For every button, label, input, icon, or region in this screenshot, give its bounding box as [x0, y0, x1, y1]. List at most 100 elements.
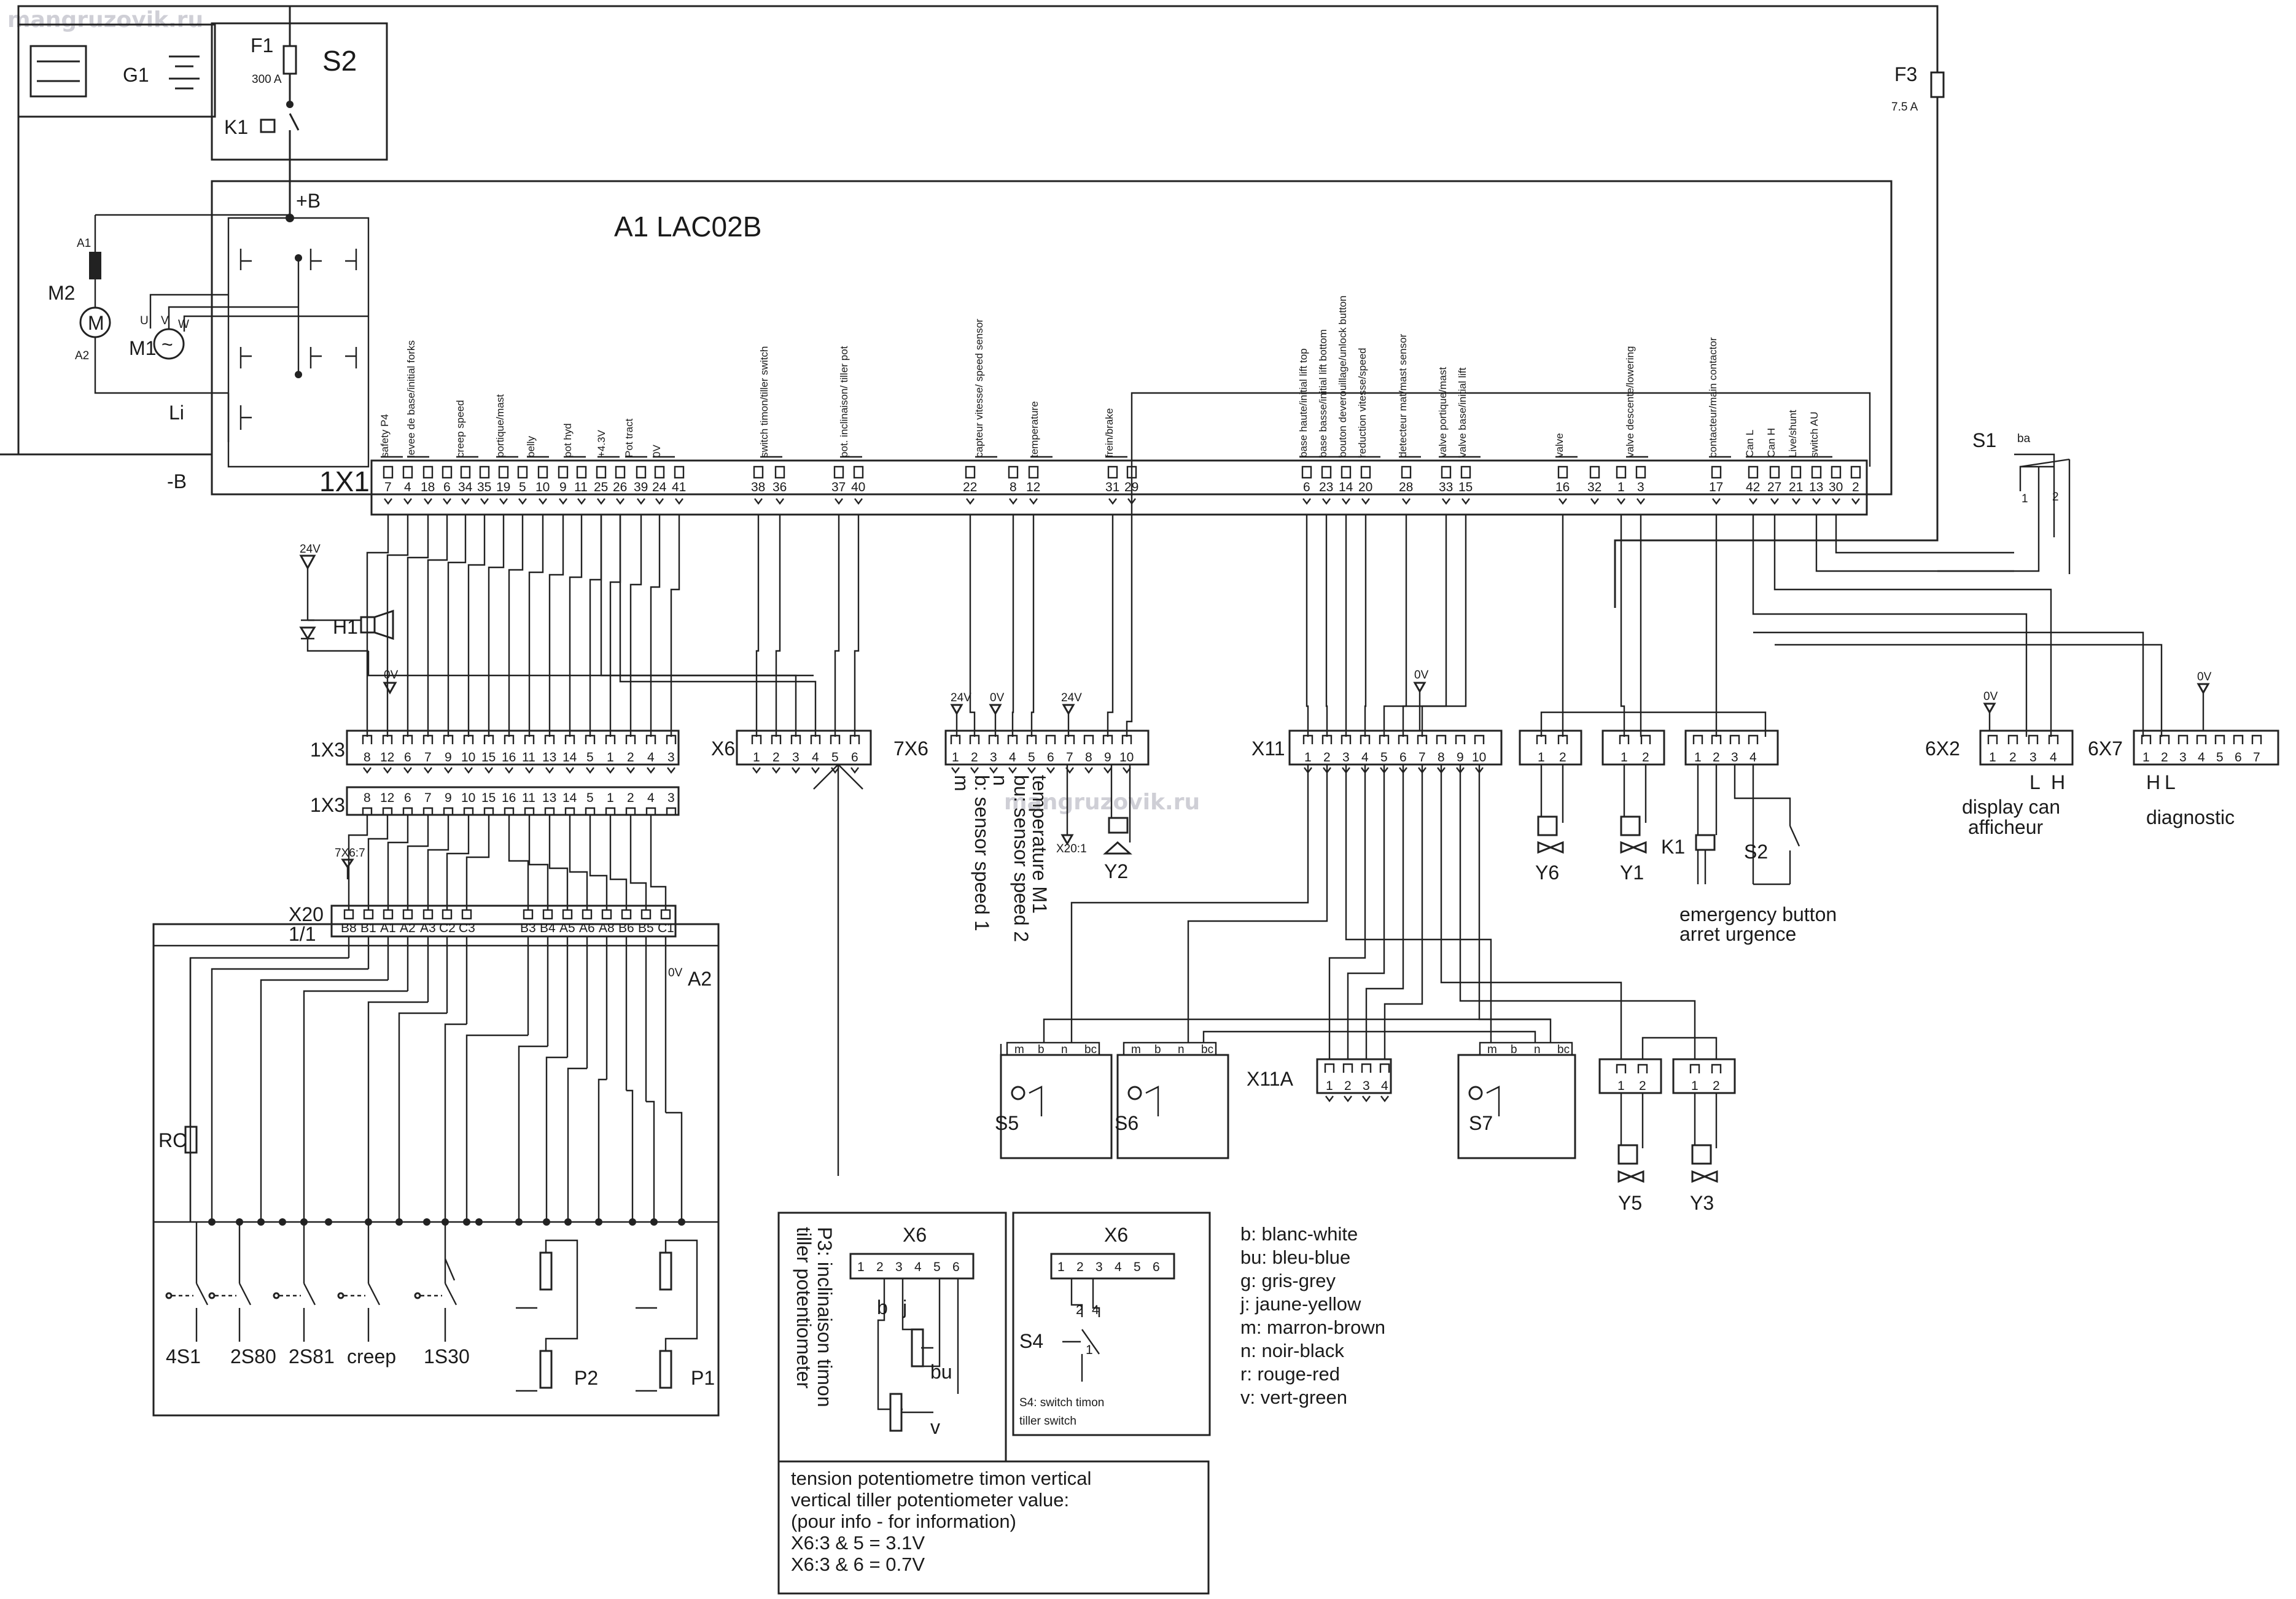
- can-6x2-pin: 1: [1989, 750, 1996, 764]
- x3a-pin-contact: [505, 767, 513, 774]
- x1-pin-label: 17: [1709, 480, 1723, 494]
- svg-text:M: M: [88, 312, 104, 334]
- x3a-pin-socket: [605, 734, 616, 744]
- brake-y2-icon: [1108, 817, 1129, 834]
- x1-pin-label: 7: [384, 480, 392, 494]
- x1-pin-label: 13: [1809, 480, 1823, 494]
- x1-pin-socket: [442, 465, 453, 479]
- sensor-note: b: sensor speed 1: [971, 775, 993, 931]
- x1-pin-socket: [1811, 465, 1822, 479]
- sensor-pin-label: b: [1154, 1043, 1161, 1056]
- x1-pin-label: 28: [1399, 480, 1413, 494]
- x11a-pin: 1: [1326, 1079, 1333, 1093]
- x1-pin-socket: [537, 465, 548, 479]
- x3a-pin: 1: [607, 750, 614, 764]
- svg-text:24V: 24V: [1061, 691, 1082, 704]
- x20-pin-label: B5: [638, 921, 654, 935]
- x20-pin-label: A2: [400, 921, 416, 935]
- s4-x6-pin: 4: [1115, 1260, 1122, 1274]
- x6-pin-socket: [810, 734, 821, 744]
- x20-pin-label: C2: [439, 921, 456, 935]
- x1-pin-label: 36: [772, 480, 787, 494]
- x11-pin: 4: [1361, 750, 1369, 764]
- sensor-pin-label: bc: [1201, 1043, 1213, 1056]
- x3a-pin-socket: [585, 734, 596, 744]
- x1-pin-label: 6: [1303, 480, 1310, 494]
- x1-pin-label: 42: [1746, 480, 1760, 494]
- x1-pin-socket: [558, 465, 569, 479]
- minus-b-label: -B: [167, 470, 187, 492]
- x1-pin-label: 30: [1829, 480, 1843, 494]
- legend-entry: j: jaune-yellow: [1240, 1293, 1361, 1315]
- x1-pin-contact: [1851, 498, 1860, 505]
- x7x6-pin: 3: [990, 750, 997, 764]
- sensor-pin-label: n: [1178, 1043, 1185, 1056]
- x1-pin-contact: [518, 498, 527, 505]
- valve-y3-label: Y3: [1690, 1192, 1714, 1214]
- s4-x6-pin: 3: [1095, 1260, 1103, 1274]
- pump-a2-label: A2: [75, 349, 89, 362]
- x1-signal-label: switch timon/tiller switch: [758, 346, 770, 457]
- can-6x7-pin: 4: [2198, 750, 2205, 764]
- x1-pin-label: 2: [1852, 480, 1859, 494]
- sensor-pin-label: b: [1511, 1043, 1517, 1056]
- svg-text:bu: bu: [930, 1361, 952, 1383]
- x1-pin-contact: [424, 498, 432, 505]
- valve-pin-label: 1: [1538, 750, 1545, 764]
- x11a-pin: 3: [1363, 1079, 1370, 1093]
- x20-pin-label: C1: [658, 921, 674, 935]
- x1-signal-label: valve base/initial lift: [1457, 367, 1468, 457]
- svg-text:X6: X6: [903, 1224, 927, 1246]
- x11-pin-socket: [1398, 734, 1409, 744]
- p3-x6-pin: 2: [876, 1260, 884, 1274]
- x1-pin-contact: [499, 498, 508, 505]
- connector-x11a-label: X11A: [1247, 1068, 1294, 1090]
- sensor-s5-label: S5: [995, 1112, 1019, 1134]
- svg-text:1: 1: [2022, 492, 2028, 505]
- x3b-pin: 6: [404, 791, 411, 805]
- p3-x6-pin: 6: [952, 1260, 960, 1274]
- x3a-pin-contact: [545, 767, 554, 774]
- x1-pin-contact: [1108, 498, 1117, 505]
- x7x6-pin-contact: [1008, 767, 1017, 774]
- fuse-f1-icon: [282, 45, 297, 75]
- power-box-label: S2: [322, 45, 357, 77]
- display-caption: display can: [1962, 796, 2060, 818]
- x1-pin-socket: [654, 465, 665, 479]
- x7x6-pin: 4: [1009, 750, 1016, 764]
- x3b-pin: 13: [542, 791, 556, 805]
- sensor-pin-label: bc: [1084, 1043, 1097, 1056]
- x7x6-pin: 8: [1085, 750, 1092, 764]
- x3b-pin: 7: [424, 791, 432, 805]
- svg-text:2: 2: [1076, 1303, 1083, 1317]
- valve-pin-label: 1: [1694, 750, 1702, 764]
- x1-pin-socket: [965, 465, 976, 479]
- fuse-f1-rating: 300 A: [252, 73, 282, 86]
- x6-pin-socket: [849, 734, 860, 744]
- x3a-pin-socket: [645, 734, 656, 744]
- bottom-switch-label: 2S81: [289, 1345, 335, 1368]
- x1-pin-socket: [517, 465, 528, 479]
- valve-y6-coil-icon: [1537, 815, 1558, 836]
- plus-b-label: +B: [296, 190, 321, 212]
- bottom-switch-label: 4S1: [166, 1345, 201, 1368]
- x3a-pin: 13: [542, 750, 556, 764]
- x1-pin-label: 4: [404, 480, 411, 494]
- sensor-pin-label: n: [1061, 1043, 1068, 1056]
- x7x6-pin: 6: [1047, 750, 1054, 764]
- x1-pin-label: 1: [1617, 480, 1625, 494]
- x1-pin-label: 14: [1339, 480, 1353, 494]
- x20-pin-label: C3: [459, 921, 475, 935]
- x1-pin-contact: [1832, 498, 1840, 505]
- x1-pin-socket: [1460, 465, 1471, 479]
- x1-pin-label: 26: [613, 480, 627, 494]
- can-6x7-pin: 1: [2142, 750, 2150, 764]
- legend-entry: b: blanc-white: [1240, 1223, 1358, 1245]
- x20-pin-label: A5: [559, 921, 575, 935]
- x1-signal-label: bouton deverouillage/unlock button: [1337, 295, 1348, 457]
- sensor-s7-label: S7: [1469, 1112, 1493, 1134]
- x1-signal-label: temperature: [1029, 401, 1040, 457]
